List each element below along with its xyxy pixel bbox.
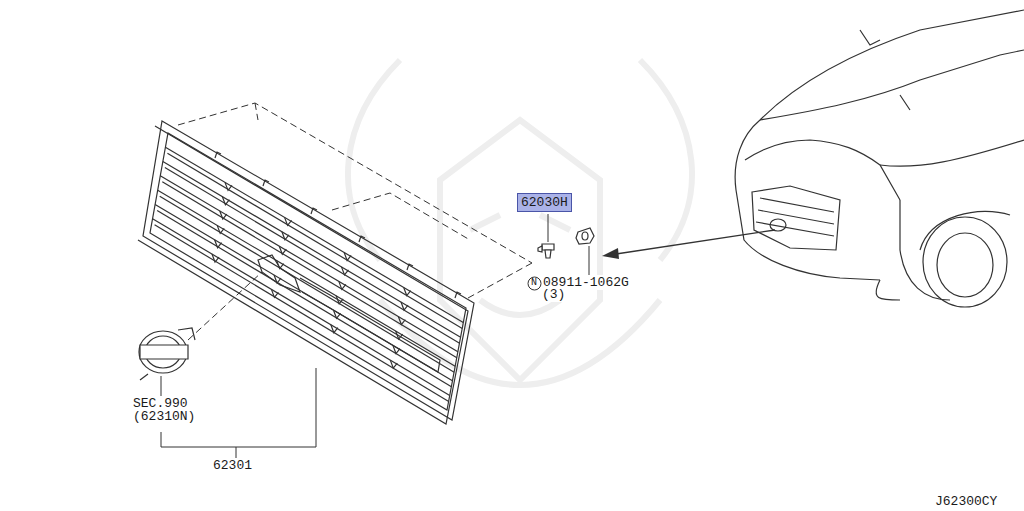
grille-slat (165, 168, 460, 344)
grille-slat (155, 204, 452, 380)
quantity: (3) (541, 287, 566, 302)
emblem (139, 328, 195, 380)
grille-slat (155, 225, 449, 402)
grille-slat (153, 219, 450, 396)
grille-slat (160, 196, 454, 372)
grille-fin (401, 302, 408, 310)
leader-lines (161, 214, 589, 458)
grille-fin (215, 240, 222, 248)
grille-slat (158, 190, 455, 366)
grille-tab (455, 292, 461, 298)
car-illustration (735, 10, 1024, 307)
grille-tab (215, 152, 221, 158)
grille-fin (339, 281, 346, 289)
clip-nut (538, 228, 594, 258)
grille-fin (282, 232, 289, 240)
diagram-code: J62300CY (934, 494, 998, 509)
grille-tab (311, 208, 317, 214)
grille-slat (165, 147, 463, 322)
grille-tab (359, 236, 365, 242)
grille-fin (271, 289, 278, 297)
grille-tab (263, 180, 269, 186)
note-symbol: N (527, 276, 542, 291)
grille-tab (407, 264, 413, 270)
part-number: (62310N) (132, 409, 196, 424)
grille-slat (160, 176, 458, 352)
grille-fin (225, 182, 232, 190)
grille-fin (390, 360, 397, 368)
grille-slat (167, 153, 462, 328)
grille-fin (331, 325, 338, 333)
part-number: 62030H (521, 195, 568, 210)
grille (138, 121, 474, 424)
grille-slat (162, 182, 457, 358)
note-mark: N (531, 277, 537, 289)
grille-fin (404, 288, 411, 296)
part-number-box: 62030H (517, 193, 572, 212)
grille-fin (220, 211, 227, 219)
grille-slat (163, 162, 461, 338)
grille-fin (344, 252, 351, 260)
grille-fin (279, 246, 286, 254)
grille-fin (222, 197, 229, 205)
grille-slat (157, 210, 451, 386)
grille-fin (285, 217, 292, 225)
grille-fin (217, 225, 224, 233)
guide-lines (178, 103, 532, 340)
grille-fin (398, 317, 405, 325)
grille-fin (212, 254, 219, 262)
view-arrow (602, 230, 775, 259)
grille-fin (341, 267, 348, 275)
part-number: 62301 (212, 458, 253, 473)
